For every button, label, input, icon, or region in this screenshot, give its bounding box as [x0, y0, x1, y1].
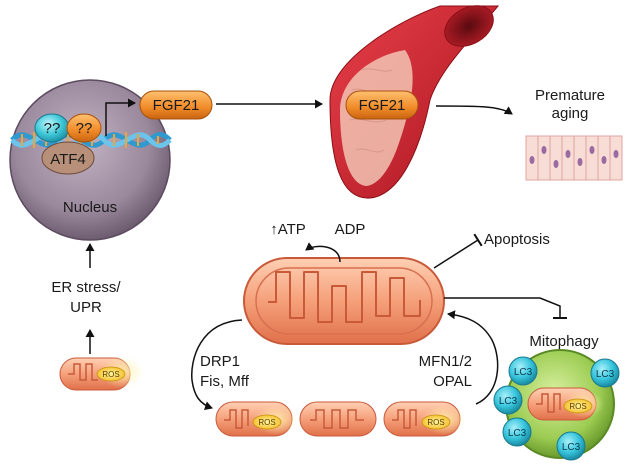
nucleus: ?? ?? ATF4 Nucleus	[9, 79, 172, 241]
ros-label-autophagosome: ROS	[569, 402, 586, 411]
engulfed-mitochondrion: ROS	[527, 387, 604, 421]
lc3-label-1: LC3	[514, 367, 533, 378]
ros-icon	[96, 366, 126, 382]
factor-a: ??	[34, 113, 70, 143]
fusion-line1: MFN1/2	[419, 353, 472, 370]
fgf21-gene-pill: FGF21	[139, 90, 213, 120]
er-stress-line1: ER stress/	[51, 279, 121, 296]
lc3-label-4: LC3	[508, 428, 527, 439]
lc3-marker-1: LC3	[508, 356, 538, 386]
fgf21-gene-label: FGF21	[153, 97, 200, 114]
fission-arrow	[191, 319, 243, 411]
nucleus-label: Nucleus	[63, 199, 117, 216]
mitophagy-inhibition	[444, 297, 567, 319]
factor-b: ??	[66, 113, 102, 143]
transcription-arrow	[105, 98, 136, 136]
factor-a-label: ??	[44, 120, 61, 137]
fgf21-circulating-pill: FGF21	[345, 90, 419, 120]
lc3-marker-4: LC3	[502, 417, 532, 447]
factor-b-label: ??	[76, 120, 93, 137]
fission-line1: DRP1	[200, 353, 240, 370]
main-mitochondrion	[243, 257, 445, 345]
fragmented-mitochondrion-3: ROS	[383, 401, 466, 437]
aging-arrow	[435, 105, 513, 115]
fragmented-mitochondrion-1: ROS	[215, 401, 298, 437]
autophagosome: ROS LC3 LC3 LC3 LC3 LC3	[493, 349, 620, 461]
fusion-arrow	[447, 310, 499, 405]
er-stress-line2: UPR	[70, 299, 102, 316]
atf4-label: ATF4	[50, 151, 86, 168]
mitophagy-label: Mitophagy	[529, 333, 599, 350]
apoptosis-inhibition	[433, 233, 483, 269]
fission-line2: Fis, Mff	[200, 373, 250, 390]
lc3-label-5: LC3	[562, 442, 581, 453]
atf4-protein: ATF4	[41, 141, 95, 175]
ros-label-frag1: ROS	[258, 418, 275, 427]
atp-label: ↑ATP	[270, 221, 306, 238]
fusion-line2: OPAL	[433, 373, 472, 390]
ros-label-left: ROS	[102, 370, 119, 379]
lc3-marker-3: LC3	[493, 385, 523, 415]
fgf21-circulating-label: FGF21	[359, 97, 406, 114]
lc3-marker-5: LC3	[556, 431, 586, 461]
apoptosis-label: Apoptosis	[484, 231, 550, 248]
ros-label-frag3: ROS	[427, 418, 444, 427]
stressed-mitochondrion: ROS	[59, 356, 144, 391]
lc3-label-3: LC3	[499, 396, 518, 407]
atp-adp-cycle-arrow	[305, 242, 341, 263]
premature-aging-line2: aging	[552, 105, 589, 122]
aging-tissue-icon	[525, 135, 623, 181]
adp-label: ADP	[335, 221, 366, 238]
lc3-marker-2: LC3	[590, 358, 620, 388]
premature-aging-line1: Premature	[535, 87, 605, 104]
lc3-label-2: LC3	[596, 369, 615, 380]
fragmented-mitochondrion-2	[299, 401, 377, 437]
